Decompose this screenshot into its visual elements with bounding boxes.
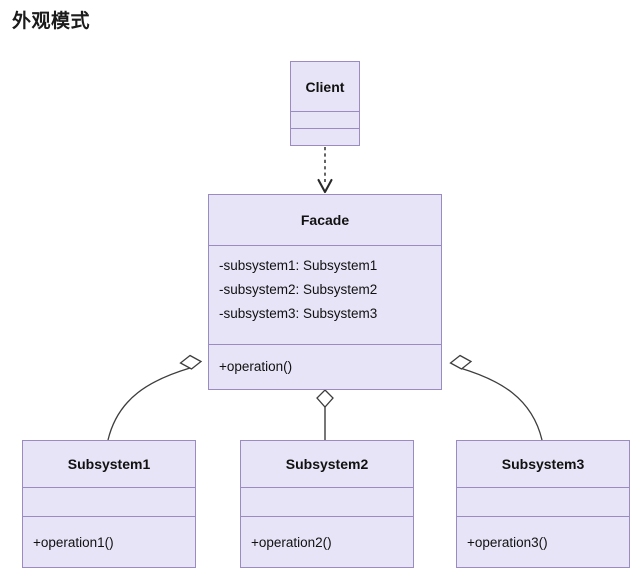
attribute-row: -subsystem1: Subsystem1 (219, 258, 378, 274)
hollow-diamond-icon (179, 354, 203, 370)
class-attributes-subsystem3 (457, 487, 629, 515)
class-name-facade: Facade (300, 212, 350, 229)
relationship-facade-subsystem3-aggregation (449, 354, 543, 441)
uml-class-facade[interactable]: Facade -subsystem1: Subsystem1 -subsyste… (208, 194, 442, 390)
class-name-subsystem1: Subsystem1 (67, 456, 151, 473)
operation-row: +operation2() (251, 534, 332, 550)
class-attributes-subsystem1 (23, 487, 195, 515)
class-attributes-client (291, 111, 359, 128)
relationship-facade-subsystem2-aggregation (316, 389, 334, 440)
class-operations-client (291, 128, 359, 145)
class-attributes-facade: -subsystem1: Subsystem1 -subsystem2: Sub… (209, 245, 441, 344)
relationship-facade-subsystem1-aggregation (107, 354, 203, 441)
aggregation-line (107, 367, 191, 441)
open-arrowhead-icon (317, 178, 333, 194)
class-name-client: Client (305, 78, 345, 95)
operation-row: +operation1() (33, 534, 114, 550)
operation-row: +operation3() (467, 534, 548, 550)
page-title: 外观模式 (12, 11, 91, 32)
class-name-subsystem3: Subsystem3 (501, 456, 585, 473)
hollow-diamond-icon (449, 354, 473, 370)
class-name-subsystem2: Subsystem2 (285, 456, 369, 473)
uml-class-client[interactable]: Client (290, 61, 360, 146)
class-operations-subsystem1: +operation1() (23, 515, 195, 567)
uml-class-subsystem1[interactable]: Subsystem1 +operation1() (22, 440, 196, 568)
operation-row: +operation() (219, 359, 293, 375)
class-attributes-subsystem2 (241, 487, 413, 515)
class-operations-facade: +operation() (209, 344, 441, 389)
attribute-row: -subsystem2: Subsystem2 (219, 282, 378, 298)
uml-class-subsystem3[interactable]: Subsystem3 +operation3() (456, 440, 630, 568)
uml-class-subsystem2[interactable]: Subsystem2 +operation2() (240, 440, 414, 568)
attribute-row: -subsystem3: Subsystem3 (219, 306, 378, 322)
aggregation-line (459, 367, 543, 441)
hollow-diamond-icon (316, 389, 334, 408)
class-operations-subsystem2: +operation2() (241, 515, 413, 567)
relationship-client-facade-dependency (317, 147, 333, 194)
class-operations-subsystem3: +operation3() (457, 515, 629, 567)
